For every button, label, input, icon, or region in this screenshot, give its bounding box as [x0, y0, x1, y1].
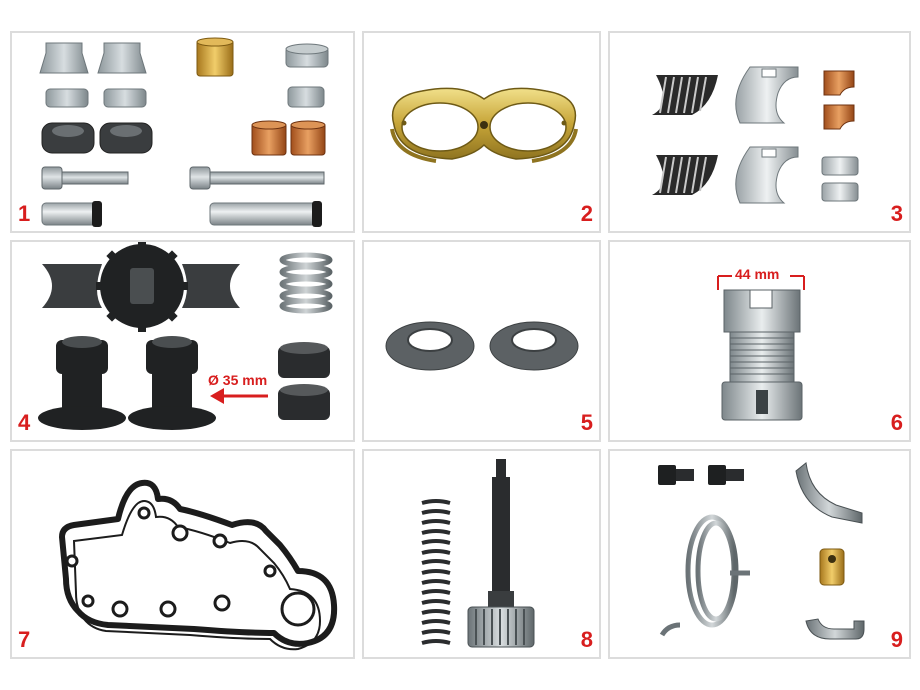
width-label: 44 mm [735, 266, 780, 282]
kit-panel-9[interactable]: 9 [608, 449, 911, 659]
panel-5-seals-illustration [385, 321, 579, 371]
panel-number: 2 [580, 201, 593, 226]
panel-number: 9 [890, 627, 903, 652]
kit-panel-2[interactable]: 2 [362, 31, 601, 233]
kit-panel-7[interactable]: 7 [10, 449, 355, 659]
panel-number: 7 [18, 627, 31, 652]
panel-1-parts-illustration [39, 37, 329, 227]
panel-9-hardware-illustration [658, 462, 865, 640]
panel-8-shaft-illustration [421, 459, 535, 648]
panel-2-plate-illustration [390, 87, 578, 163]
kit-panel-8[interactable]: 8 [362, 449, 601, 659]
panel-3-bearings-illustration [652, 66, 859, 204]
kit-panel-4[interactable]: Ø 35 mm 4 [10, 240, 355, 442]
panel-6-tappet-illustration [717, 275, 805, 421]
panel-7-gasket-illustration [59, 479, 338, 651]
panel-number: 3 [890, 201, 903, 226]
panel-number: 4 [18, 410, 31, 435]
panel-4-adjuster-illustration [38, 242, 333, 430]
panel-number: 8 [580, 627, 593, 652]
kit-panel-5[interactable]: 5 [362, 240, 601, 442]
kit-panel-3[interactable]: 3 [608, 31, 911, 233]
panel-number: 5 [580, 410, 593, 435]
diameter-label: Ø 35 mm [208, 372, 268, 388]
panel-number: 1 [18, 201, 31, 226]
kit-panel-6[interactable]: 44 mm 6 [608, 240, 911, 442]
panel-number: 6 [890, 410, 903, 435]
kit-panel-1[interactable]: 1 [10, 31, 355, 233]
